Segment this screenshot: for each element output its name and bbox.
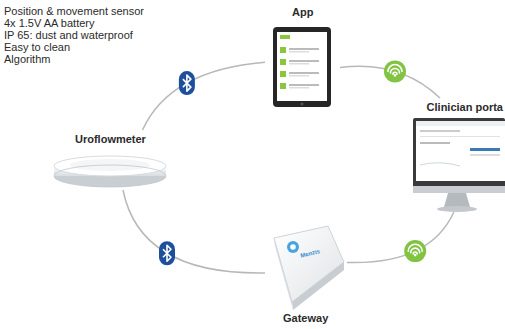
feature-note: 4x 1.5V AA battery xyxy=(4,17,95,29)
monitor-portal xyxy=(413,118,505,212)
wifi-icon xyxy=(404,240,426,262)
feature-note: IP 65: dust and waterproof xyxy=(4,29,133,41)
node-label: Clinician porta xyxy=(427,101,503,113)
bluetooth-icon xyxy=(159,241,175,265)
device-node: Uroflowmeter xyxy=(45,130,175,190)
node-label: Uroflowmeter xyxy=(75,133,146,145)
brand-logo-text: Menzis xyxy=(299,245,321,261)
bluetooth-icon xyxy=(179,71,195,95)
device-node: App xyxy=(265,4,340,110)
wifi-icon xyxy=(384,60,406,82)
feature-note: Easy to clean xyxy=(4,41,70,53)
node-label: App xyxy=(292,6,313,18)
feature-note: Position & movement sensor xyxy=(4,5,144,17)
uroflowmeter-device xyxy=(54,156,166,187)
gateway-box xyxy=(274,226,344,310)
connection-curve xyxy=(347,212,454,263)
device-node: Clinician porta xyxy=(412,98,505,212)
node-label: Gateway xyxy=(283,312,328,324)
tablet-app xyxy=(273,27,331,107)
device-node: Gateway xyxy=(265,220,347,326)
feature-note: Algorithm xyxy=(4,53,50,65)
connection-curve xyxy=(123,190,265,273)
connection-curve xyxy=(143,62,266,130)
